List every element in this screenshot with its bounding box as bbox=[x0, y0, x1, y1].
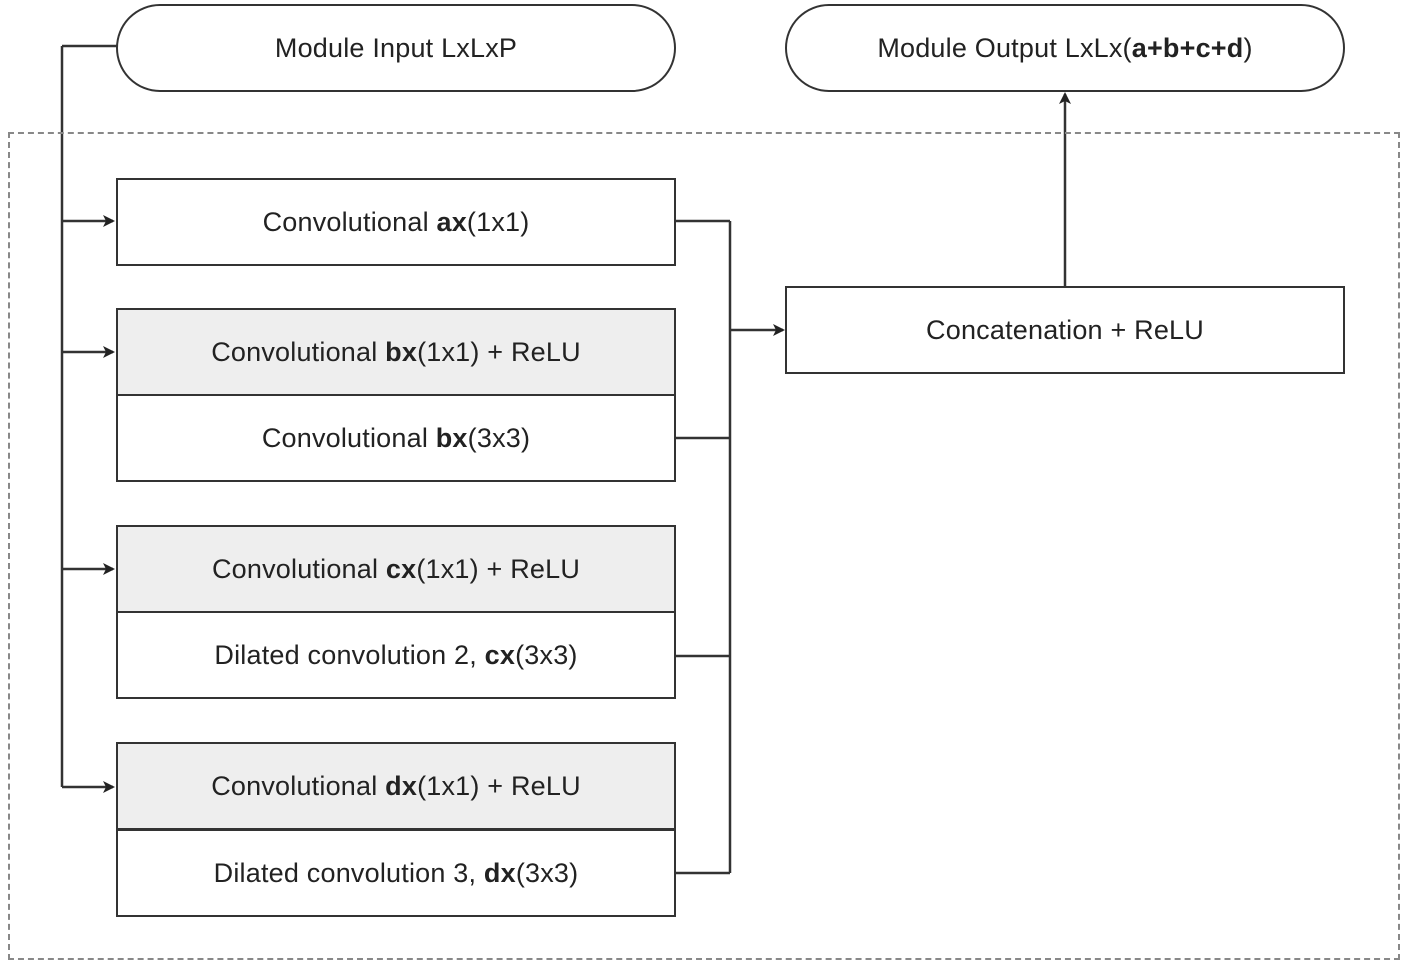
block-label: Convolutional bx(1x1) + ReLU bbox=[211, 336, 581, 367]
branch-d-dilated-conv-3: Dilated convolution 3, dx(3x3) bbox=[116, 829, 676, 917]
concat-label: Concatenation + ReLU bbox=[926, 314, 1204, 345]
block-label: Dilated convolution 2, cx(3x3) bbox=[214, 639, 578, 670]
module-input-node: Module Input LxLxP bbox=[116, 4, 676, 92]
branch-b-conv-1x1-relu: Convolutional bx(1x1) + ReLU bbox=[116, 308, 676, 396]
concatenation-relu-node: Concatenation + ReLU bbox=[785, 286, 1345, 374]
branch-b-conv-3x3: Convolutional bx(3x3) bbox=[116, 394, 676, 482]
block-label: Convolutional dx(1x1) + ReLU bbox=[211, 770, 581, 801]
block-label: Convolutional bx(3x3) bbox=[261, 422, 531, 453]
branch-a-conv-1x1: Convolutional ax(1x1) bbox=[116, 178, 676, 266]
branch-d-conv-1x1-relu: Convolutional dx(1x1) + ReLU bbox=[116, 742, 676, 830]
branch-c-dilated-conv-2: Dilated convolution 2, cx(3x3) bbox=[116, 611, 676, 699]
branch-c-conv-1x1-relu: Convolutional cx(1x1) + ReLU bbox=[116, 525, 676, 613]
module-output-label: Module Output LxLx(a+b+c+d) bbox=[877, 32, 1253, 63]
module-output-node: Module Output LxLx(a+b+c+d) bbox=[785, 4, 1345, 92]
module-input-label: Module Input LxLxP bbox=[274, 32, 518, 63]
block-label: Convolutional ax(1x1) bbox=[262, 206, 530, 237]
module-boundary bbox=[8, 132, 1400, 960]
block-label: Convolutional cx(1x1) + ReLU bbox=[211, 553, 581, 584]
block-label: Dilated convolution 3, dx(3x3) bbox=[213, 857, 579, 888]
